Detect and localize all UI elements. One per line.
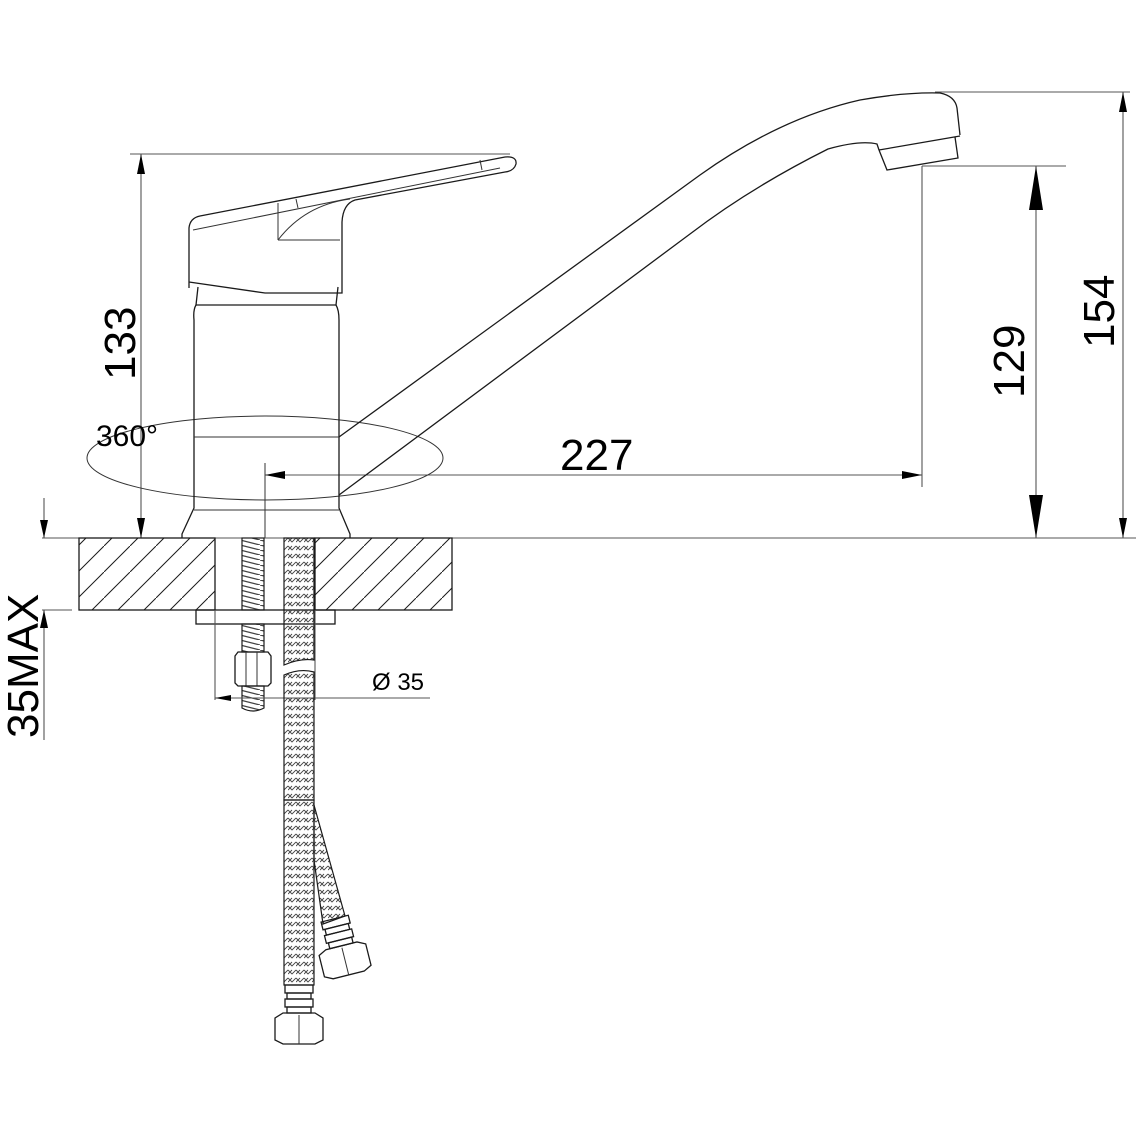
mounting-washer [195,609,336,625]
dimension-129-label: 129 [985,325,1034,398]
dimension-154-label: 154 [1075,275,1124,348]
dimension-133-label: 133 [96,307,145,380]
hose-ferrule-secondary [318,914,372,980]
braided-hoses [274,537,372,1045]
rotation-360-label: 360° [96,420,158,453]
dimension-outlet-height: 129 [922,165,1066,538]
dimension-mounting-hole: Ø 35 [214,610,430,701]
dimension-spout-reach: 227 [265,166,923,487]
rotation-indicator: 360° [86,415,444,501]
swivel-spout [338,92,961,496]
dimension-35max-label: 35MAX [0,594,48,738]
dimension-body-height: 133 [96,153,510,538]
dimension-diameter-label: Ø 35 [372,669,424,696]
hose-ferrule-main [274,984,324,1045]
dimension-overall-height: 154 [935,91,1130,538]
dimension-countertop-max: 35MAX [0,498,48,740]
faucet-body [181,286,351,538]
dimension-227-label: 227 [560,431,633,480]
lever-handle [188,156,517,294]
countertop-section [42,537,1136,611]
